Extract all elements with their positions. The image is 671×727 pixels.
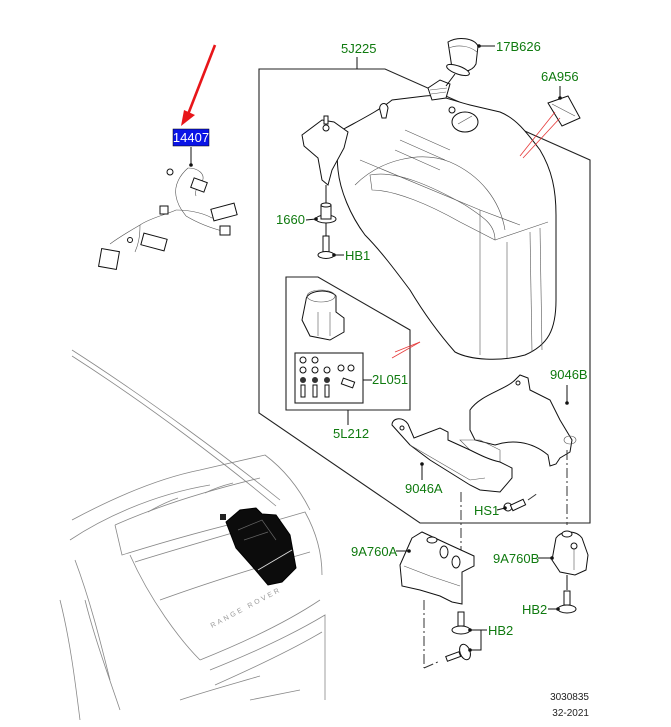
mount-9A760B [538, 530, 589, 590]
fluid-reservoir-tank [336, 79, 557, 360]
kit-cap [301, 289, 345, 341]
callout-5J225[interactable]: 5J225 [341, 41, 376, 56]
drawing-number: 3030835 [550, 692, 589, 703]
callout-HS1[interactable]: HS1 [474, 503, 499, 518]
reservoir-location-silhouette [220, 507, 297, 586]
callout-9A760A[interactable]: 9A760A [351, 544, 398, 559]
screw-HS1 [496, 492, 539, 512]
callout-9046A[interactable]: 9046A [405, 481, 443, 496]
mount-9A760A [396, 531, 475, 605]
callout-HB1[interactable]: HB1 [345, 248, 370, 263]
wiring-harness [97, 167, 238, 271]
filler-cap-17B626 [445, 38, 495, 87]
callout-9046B[interactable]: 9046B [550, 367, 588, 382]
vehicle-outline [59, 349, 326, 721]
callout-9A760B[interactable]: 9A760B [493, 551, 539, 566]
bolt-HB2-right [548, 590, 577, 614]
callout-1660[interactable]: 1660 [276, 212, 305, 227]
bracket-9046B [459, 374, 577, 471]
kit-small-parts [299, 356, 356, 398]
bolt-HB1 [317, 223, 335, 259]
drawing-revision: 32-2021 [552, 708, 589, 719]
grommet-1660 [315, 185, 337, 224]
callout-6A956[interactable]: 6A956 [541, 69, 579, 84]
bolts-HB2-left [445, 611, 487, 662]
red-pointer-arrow [181, 44, 217, 126]
kit-inner-box-2L051 [294, 352, 364, 404]
label-sticker-6A956 [519, 86, 581, 159]
highlighted-part-number[interactable]: 14407 [173, 130, 209, 145]
highlighted-part-label[interactable]: 14407 [172, 128, 210, 147]
assembly-frame-5J225 [258, 68, 591, 524]
tank-mount-ear [301, 115, 349, 186]
callout-HB2-left[interactable]: HB2 [488, 623, 513, 638]
callout-5L212[interactable]: 5L212 [333, 426, 369, 441]
vehicle-badge-text: RANGE ROVER [210, 586, 283, 629]
callout-17B626[interactable]: 17B626 [496, 39, 541, 54]
callout-2L051[interactable]: 2L051 [372, 372, 408, 387]
bracket-9046A [391, 418, 513, 493]
callout-HB2-right[interactable]: HB2 [522, 602, 547, 617]
kit-frame-5L212 [285, 276, 411, 411]
